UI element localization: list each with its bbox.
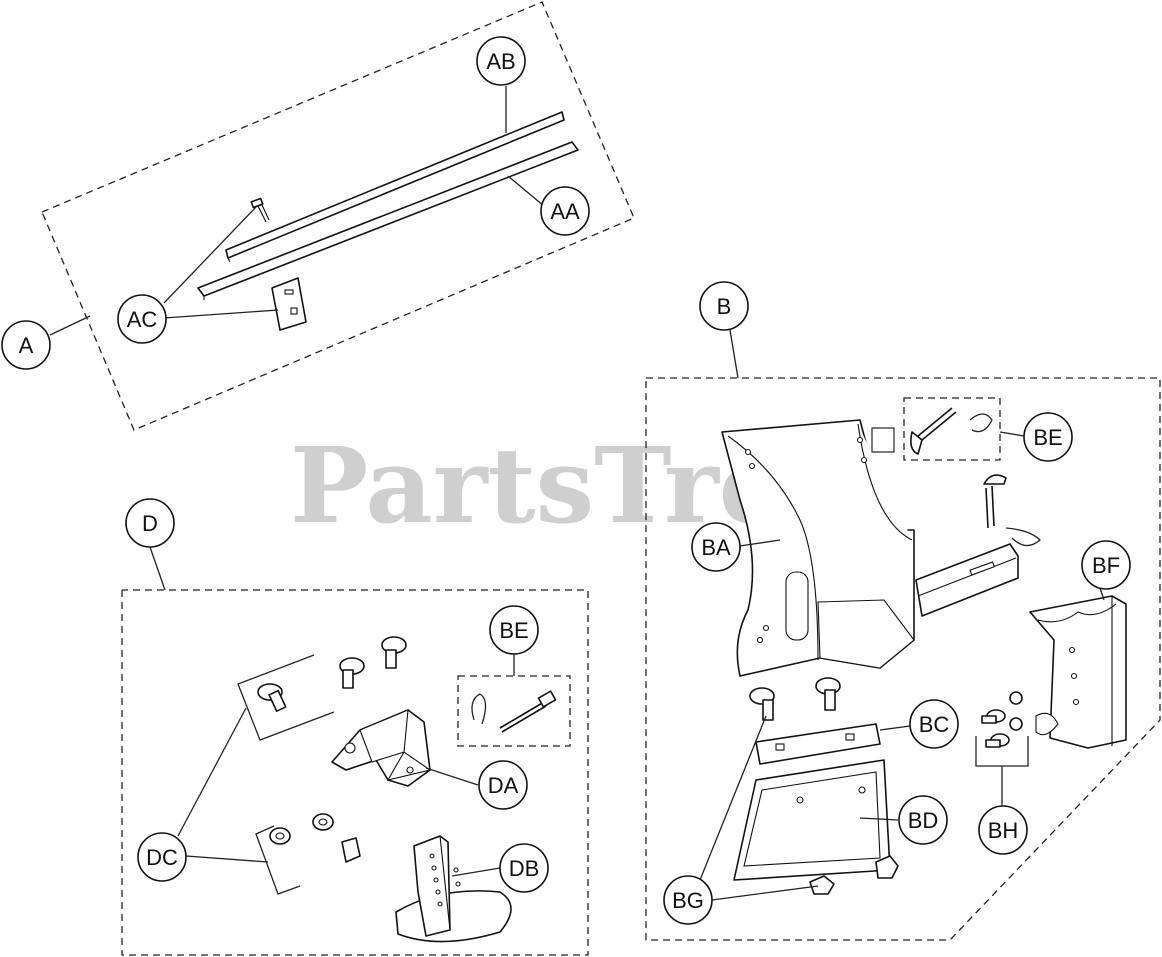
svg-text:BE: BE xyxy=(499,618,528,643)
group-d: D xyxy=(121,498,589,956)
bolt-icon xyxy=(257,683,287,712)
callout-ab: AB xyxy=(476,36,526,86)
group-d-be-box xyxy=(457,675,571,747)
nut-icon xyxy=(809,875,835,895)
callout-aa: AA xyxy=(540,186,590,236)
bolt-icon xyxy=(381,636,407,669)
bolt-icon xyxy=(985,733,1010,748)
part-bc-strip xyxy=(755,723,881,765)
bolt-icon xyxy=(815,677,841,711)
part-db-plate xyxy=(395,835,512,943)
callout-bg: BG xyxy=(663,875,713,925)
svg-text:BF: BF xyxy=(1092,553,1120,578)
group-b-be-box xyxy=(903,397,1001,461)
hair-pin-icon xyxy=(969,413,993,433)
part-bd-pad xyxy=(733,759,891,881)
callout-d: D xyxy=(125,498,175,548)
svg-text:AA: AA xyxy=(550,199,580,224)
clevis-pin-icon xyxy=(910,407,957,455)
part-ac-bolt xyxy=(250,197,270,223)
svg-text:DB: DB xyxy=(509,856,540,881)
part-da-bracket xyxy=(331,709,432,787)
hair-pin-icon xyxy=(1005,527,1041,547)
callout-dc: DC xyxy=(137,832,187,882)
svg-text:BG: BG xyxy=(672,888,704,913)
callout-b: B xyxy=(699,281,749,331)
clevis-pin-icon xyxy=(983,474,1007,529)
callout-db: DB xyxy=(499,843,549,893)
clevis-pin-icon xyxy=(499,690,557,733)
part-ac-plate xyxy=(271,277,307,331)
svg-text:BA: BA xyxy=(701,535,731,560)
callout-bf: BF xyxy=(1081,540,1131,590)
nut-icon xyxy=(1009,717,1023,731)
callout-be-d: BE xyxy=(489,605,539,655)
bolt-icon xyxy=(981,709,1006,724)
part-bf-bracket xyxy=(1029,595,1127,749)
svg-text:DC: DC xyxy=(146,845,178,870)
nut-icon xyxy=(1009,691,1023,705)
nut-icon xyxy=(269,827,291,845)
hair-pin-icon xyxy=(471,693,487,725)
callout-bc: BC xyxy=(909,699,959,749)
group-d-boundary xyxy=(121,589,589,956)
svg-text:AB: AB xyxy=(486,49,515,74)
group-b-boundary xyxy=(645,377,1161,941)
part-ba-chute xyxy=(721,419,915,677)
callout-be-b: BE xyxy=(1023,412,1073,462)
part-ba-rail xyxy=(915,543,1019,617)
nut-icon xyxy=(312,813,334,831)
callout-bh: BH xyxy=(978,805,1028,855)
svg-text:BE: BE xyxy=(1033,425,1062,450)
nut-icon xyxy=(875,855,899,879)
callout-ac: AC xyxy=(117,294,167,344)
bolt-icon xyxy=(339,657,365,689)
group-a: A AB AA AC xyxy=(1,1,635,431)
svg-text:BH: BH xyxy=(988,818,1019,843)
svg-text:A: A xyxy=(19,333,34,358)
callout-a: A xyxy=(1,320,51,370)
group-a-boundary xyxy=(41,1,635,431)
callout-ba: BA xyxy=(691,522,741,572)
part-ab-strip xyxy=(225,111,565,259)
callout-bd: BD xyxy=(898,795,948,845)
bolt-icon xyxy=(749,687,775,721)
svg-text:BC: BC xyxy=(919,712,950,737)
svg-text:AC: AC xyxy=(127,307,158,332)
svg-text:BD: BD xyxy=(908,808,939,833)
nut-icon xyxy=(341,837,361,863)
part-aa-strip xyxy=(197,141,579,297)
group-b: B xyxy=(645,281,1161,941)
svg-text:B: B xyxy=(717,294,732,319)
svg-text:DA: DA xyxy=(488,773,519,798)
svg-text:D: D xyxy=(142,511,158,536)
callout-da: DA xyxy=(478,760,528,810)
